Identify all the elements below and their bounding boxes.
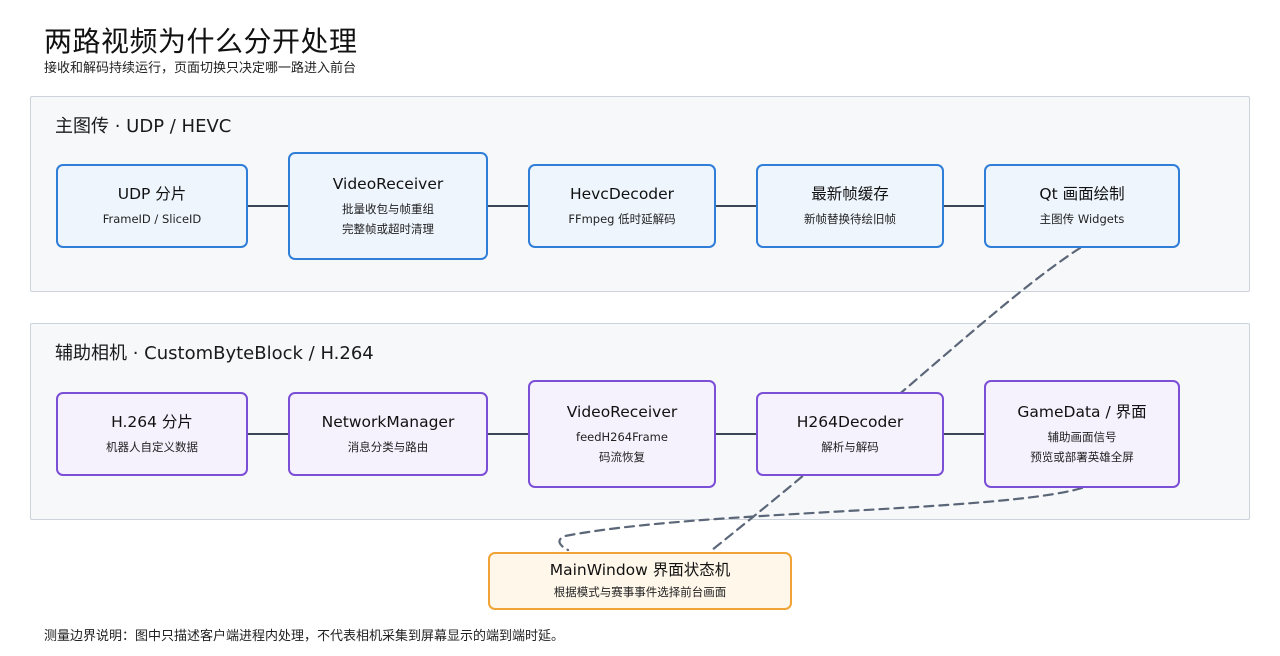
node-title: H264Decoder [796, 412, 904, 431]
node-detail: feedH264Frame [576, 429, 668, 444]
node-detail: 完整帧或超时清理 [342, 221, 434, 236]
node-mainwindow-state-machine: MainWindow 界面状态机 根据模式与赛事事件选择前台画面 [488, 552, 792, 610]
node-title: NetworkManager [321, 412, 455, 431]
node-detail: 辅助画面信号 [1047, 429, 1117, 444]
main-pipeline-title: 主图传 · UDP / HEVC [55, 116, 232, 137]
node-title: GameData / 界面 [1017, 402, 1147, 421]
node-latest-frame-cache: 最新帧缓存 新帧替换待绘旧帧 [756, 164, 944, 248]
node-h264-decoder: H264Decoder 解析与解码 [756, 392, 944, 476]
page-subtitle: 接收和解码持续运行，页面切换只决定哪一路进入前台 [44, 61, 357, 76]
node-network-manager: NetworkManager 消息分类与路由 [288, 392, 488, 476]
node-title: MainWindow 界面状态机 [549, 561, 731, 579]
node-title: Qt 画面绘制 [1039, 184, 1125, 203]
node-video-receiver-aux: VideoReceiver feedH264Frame 码流恢复 [528, 380, 716, 488]
node-title: 最新帧缓存 [811, 184, 889, 203]
node-video-receiver-main: VideoReceiver 批量收包与帧重组 完整帧或超时清理 [288, 152, 488, 260]
node-title: VideoReceiver [566, 402, 678, 421]
node-detail: FrameID / SliceID [102, 211, 202, 226]
node-udp-fragments: UDP 分片 FrameID / SliceID [56, 164, 248, 248]
node-detail: FFmpeg 低时延解码 [568, 211, 676, 226]
node-title: VideoReceiver [332, 174, 444, 193]
footnote: 测量边界说明：图中只描述客户端进程内处理，不代表相机采集到屏幕显示的端到端时延。 [44, 629, 565, 644]
node-title: H.264 分片 [111, 412, 193, 431]
node-title: UDP 分片 [117, 184, 187, 203]
node-gamedata-ui: GameData / 界面 辅助画面信号 预览或部署英雄全屏 [984, 380, 1180, 488]
node-detail: 解析与解码 [821, 439, 879, 454]
node-hevc-decoder: HevcDecoder FFmpeg 低时延解码 [528, 164, 716, 248]
node-detail: 机器人自定义数据 [106, 439, 198, 454]
node-detail: 新帧替换待绘旧帧 [804, 211, 896, 226]
page-title: 两路视频为什么分开处理 [44, 25, 358, 58]
node-detail: 批量收包与帧重组 [342, 201, 434, 216]
node-detail: 根据模式与赛事事件选择前台画面 [553, 585, 727, 599]
node-detail: 预览或部署英雄全屏 [1030, 449, 1134, 464]
node-title: HevcDecoder [569, 184, 675, 203]
node-detail: 码流恢复 [599, 449, 645, 464]
aux-pipeline-title: 辅助相机 · CustomByteBlock / H.264 [55, 343, 374, 364]
node-h264-fragments: H.264 分片 机器人自定义数据 [56, 392, 248, 476]
node-qt-render: Qt 画面绘制 主图传 Widgets [984, 164, 1180, 248]
node-detail: 消息分类与路由 [347, 439, 429, 454]
node-detail: 主图传 Widgets [1039, 211, 1125, 226]
